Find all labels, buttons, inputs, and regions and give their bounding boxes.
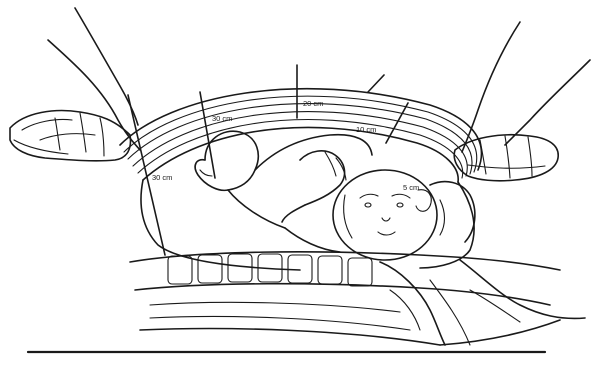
lower-depth-label: 5 cm [403, 183, 419, 192]
upper-depth-line [200, 92, 215, 178]
fetus [195, 131, 475, 260]
upper-depth-label: 30 cm [212, 114, 232, 123]
uterine-wall [120, 89, 481, 270]
left-hand [10, 8, 140, 161]
right-hand [454, 22, 590, 181]
fundal-depth-label: 20 cm [303, 99, 323, 108]
right-depth-label: 10 cm [356, 125, 376, 134]
spine-and-pelvis [130, 252, 585, 345]
lower-depth-line [368, 75, 384, 92]
lateral-depth-label: 30 cm [152, 173, 172, 182]
